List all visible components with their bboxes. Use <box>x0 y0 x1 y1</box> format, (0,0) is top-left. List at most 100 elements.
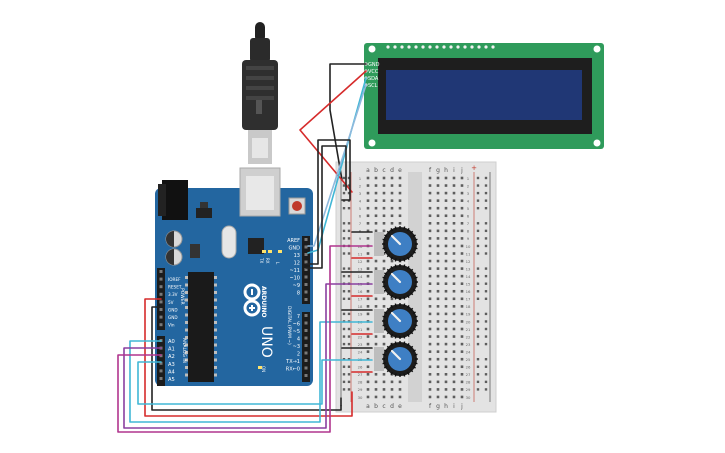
breadboard-row-number: 24 <box>358 349 363 354</box>
analog-group-label: ANALOG IN <box>181 338 187 363</box>
power-pin-label: RESET <box>168 285 182 290</box>
breadboard-row-number: 3 <box>467 191 470 196</box>
breadboard-column-label: f <box>429 403 432 410</box>
analog-pin-label: A1 <box>168 347 175 353</box>
potentiometer[interactable] <box>374 226 418 262</box>
tx-led-label: TX <box>259 257 264 263</box>
breadboard-row-number: 5 <box>467 206 470 211</box>
breadboard-row-number: 22 <box>358 334 363 339</box>
digital-pin-label: GND <box>289 246 301 252</box>
breadboard-column-label: f <box>429 167 432 174</box>
breadboard-row-number: 9 <box>467 236 470 241</box>
breadboard-column-label: g <box>436 167 440 174</box>
breadboard-column-label: g <box>436 403 440 410</box>
breadboard-row-number: 10 <box>466 244 471 249</box>
power-pin-label: 3.3V <box>168 292 178 297</box>
breadboard-column-label: d <box>390 167 394 174</box>
analog-pin-label: A5 <box>168 377 175 383</box>
potentiometer[interactable] <box>374 341 418 377</box>
capacitor <box>165 230 183 248</box>
digital-pin-label: ~5 <box>293 329 300 335</box>
wire-gnd-rail-2 <box>305 145 347 269</box>
reset-button[interactable] <box>288 197 306 215</box>
lcd-pin-label: VCC <box>368 69 379 75</box>
wire-gnd-left <box>151 306 342 411</box>
breadboard-row-number: 12 <box>358 259 363 264</box>
breadboard-column-label: d <box>390 403 394 410</box>
breadboard-row-number: 18 <box>466 304 471 309</box>
digital-pin-label: ~9 <box>293 283 300 289</box>
wire-a3 <box>137 359 373 405</box>
l-led-label: L <box>275 262 280 265</box>
breadboard-row-number: 16 <box>466 289 471 294</box>
breadboard-row-number: 30 <box>466 395 471 400</box>
breadboard-row-number: 28 <box>358 380 363 385</box>
breadboard-column-label: i <box>453 167 455 174</box>
breadboard-row-number: 21 <box>466 327 471 332</box>
breadboard-row-number: 8 <box>359 229 362 234</box>
wire-lcd-scl <box>307 84 367 247</box>
wire-lcd-vcc <box>299 70 367 193</box>
lcd-pin-label: GND <box>368 62 380 68</box>
power-pin-label: Vin <box>168 323 175 328</box>
breadboard-row-number: 12 <box>466 259 471 264</box>
atmega-chip <box>188 272 214 382</box>
breadboard-column-label: c <box>382 403 385 410</box>
breadboard-row-number: 9 <box>359 236 362 241</box>
breadboard-row-number: 29 <box>466 387 471 392</box>
breadboard-row-number: 24 <box>466 349 471 354</box>
digital-pin-label: 12 <box>294 261 300 267</box>
breadboard-row-number: 27 <box>358 372 363 377</box>
digital-pin-label: 7 <box>297 314 300 320</box>
breadboard-row-number: 19 <box>466 312 471 317</box>
breadboard-row-number: 26 <box>358 365 363 370</box>
breadboard-row-number: 7 <box>359 221 362 226</box>
analog-pin-label: A2 <box>168 354 175 360</box>
breadboard-row-number: 13 <box>466 266 471 271</box>
breadboard-row-number: 8 <box>467 229 470 234</box>
digital-pin-label: RX←0 <box>286 367 300 373</box>
breadboard-row-number: 30 <box>358 395 363 400</box>
breadboard-row-number: 13 <box>358 266 363 271</box>
breadboard-row-number: 19 <box>358 312 363 317</box>
breadboard-row-number: 25 <box>466 357 471 362</box>
power-pin-label: GND <box>168 307 178 312</box>
breadboard-column-label: e <box>398 403 402 410</box>
digital-pin-label: 4 <box>297 337 300 343</box>
breadboard-row-number: 3 <box>359 191 362 196</box>
analog-pin-label: A0 <box>168 339 175 345</box>
arduino-logo-text: ARDUINO <box>260 286 267 317</box>
potentiometer[interactable] <box>374 303 418 339</box>
rx-led-label: RX <box>265 258 270 264</box>
breadboard-row-number: 4 <box>467 198 470 203</box>
potentiometer[interactable] <box>374 264 418 300</box>
breadboard-row-number: 14 <box>466 274 471 279</box>
arduino-logo-icon <box>243 283 261 317</box>
breadboard-column-label: j <box>460 403 463 410</box>
power-pin-label: GND <box>168 315 178 320</box>
breadboard-row-number: 2 <box>467 183 470 188</box>
breadboard-row-number: 14 <box>358 274 363 279</box>
breadboard-column-label: b <box>374 403 378 410</box>
wire-5v <box>144 298 353 417</box>
breadboard-column-label: j <box>460 167 463 174</box>
breadboard-column-label: h <box>444 167 448 174</box>
digital-pin-label: TX→1 <box>285 359 300 365</box>
lcd-pin-label: SCL <box>368 83 378 89</box>
power-pin-label: 5V <box>168 300 174 305</box>
breadboard-column-label: a <box>366 167 370 174</box>
breadboard-row-number: 15 <box>466 282 471 287</box>
digital-pin-label: 8 <box>297 291 300 297</box>
usb-cable <box>242 22 278 164</box>
breadboard-row-number: 6 <box>467 214 470 219</box>
breadboard-row-number: 11 <box>358 251 363 256</box>
breadboard-row-number: 16 <box>358 289 363 294</box>
wires <box>117 63 373 433</box>
barrel-jack <box>162 180 188 220</box>
digital-group-label: DIGITAL (PWM ~) <box>286 306 292 345</box>
breadboard-row-number: 4 <box>359 198 362 203</box>
breadboard-row-number: 7 <box>467 221 470 226</box>
analog-header <box>157 336 165 386</box>
